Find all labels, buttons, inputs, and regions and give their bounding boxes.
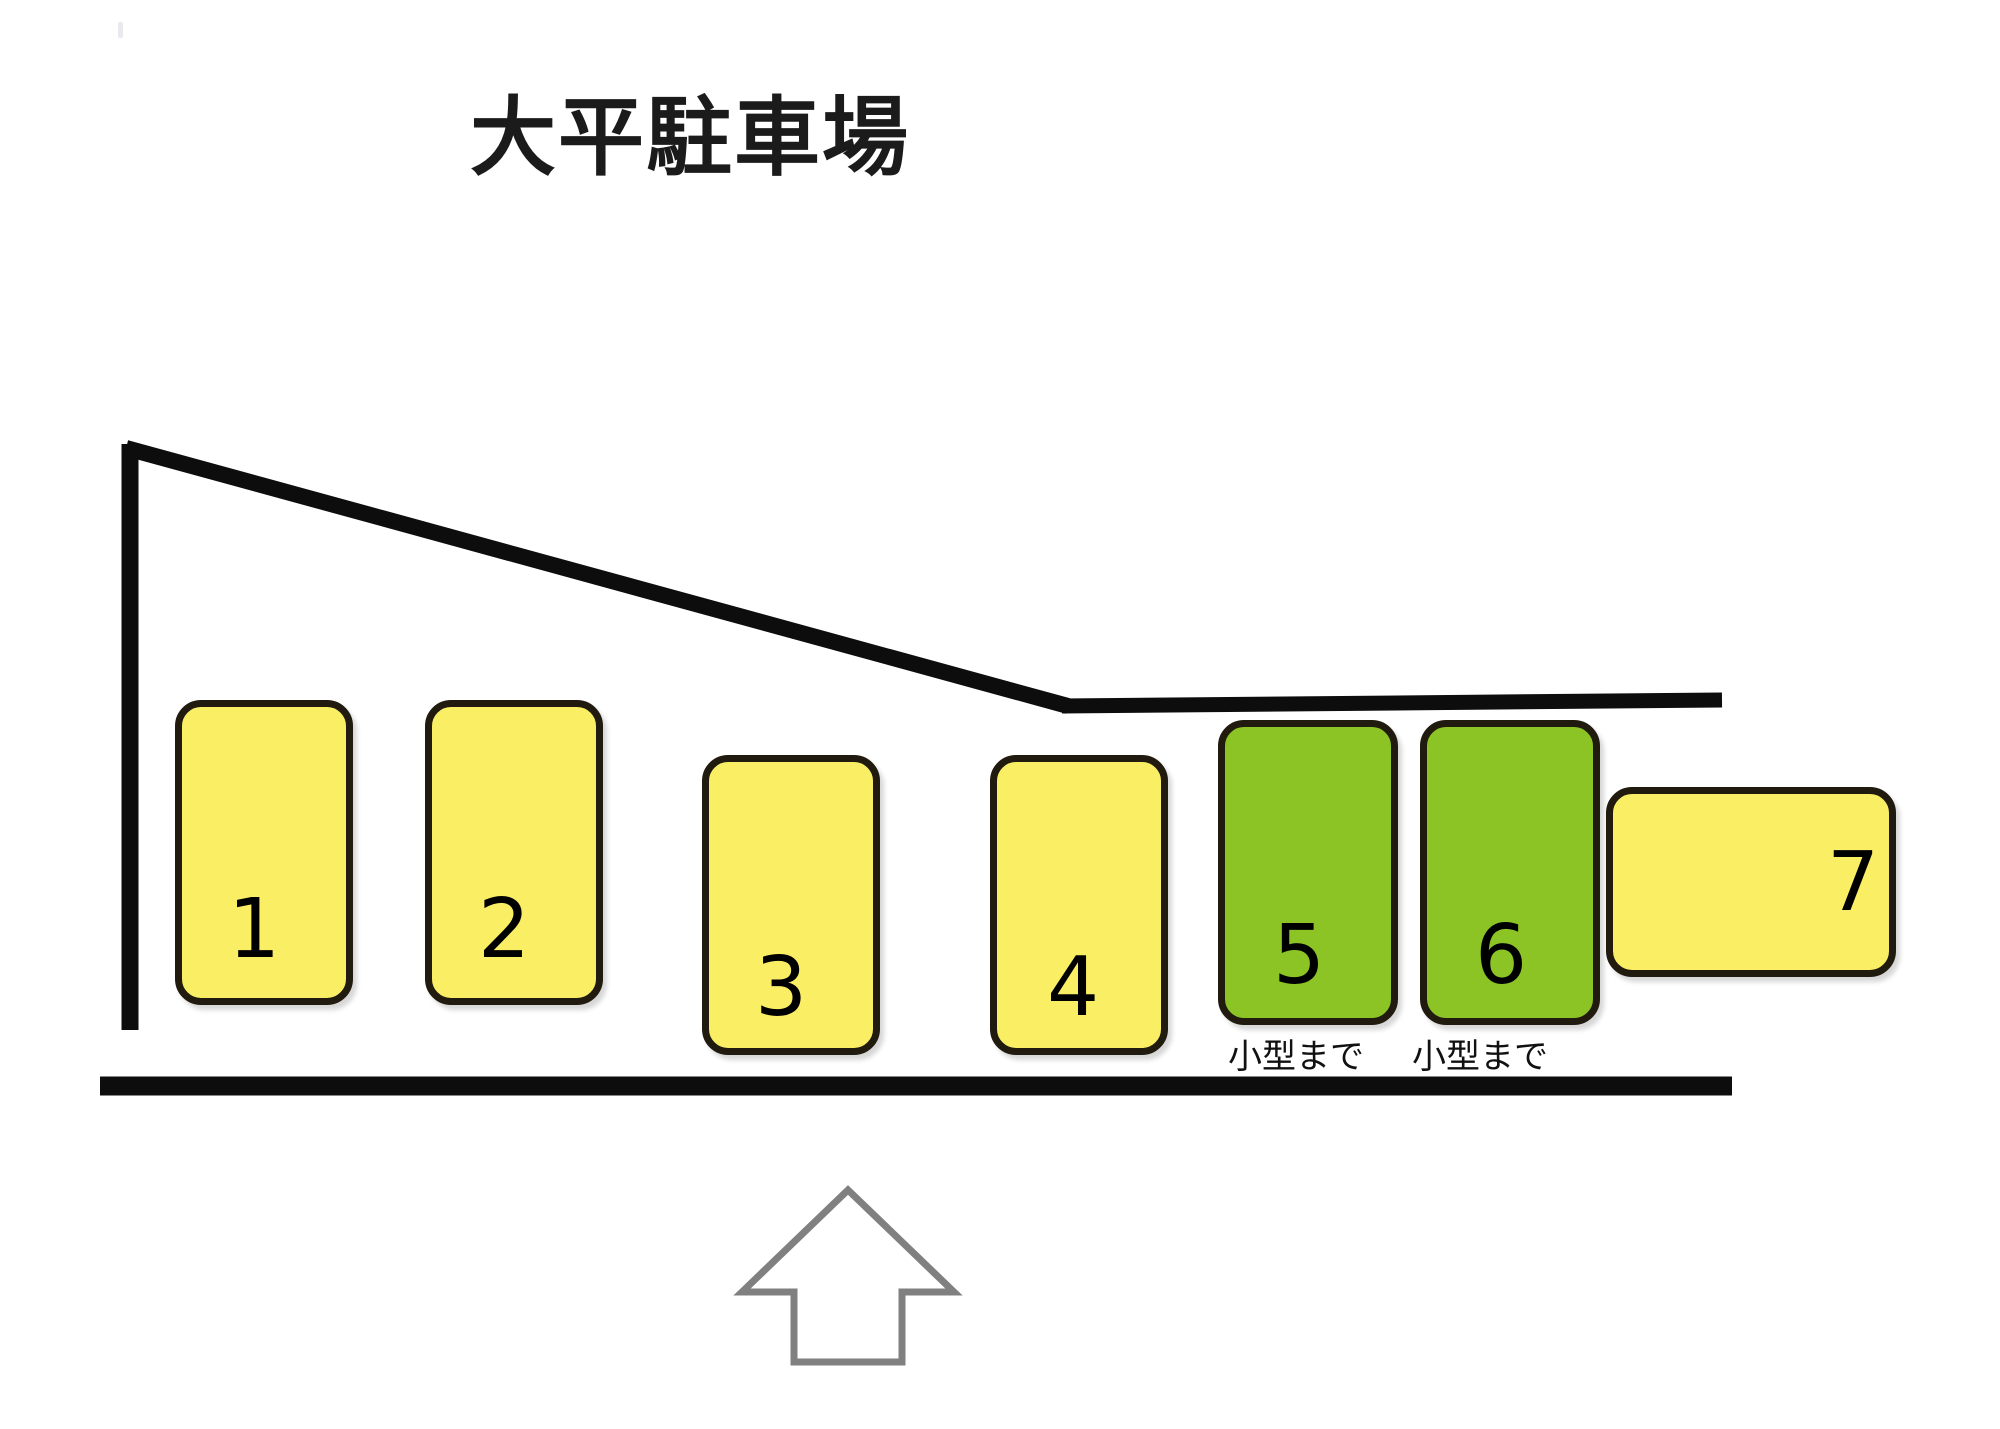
stall-number-label: 3: [755, 940, 808, 1035]
stall-number-label: 4: [1047, 940, 1100, 1035]
parking-stall-2[interactable]: 2: [425, 700, 603, 1005]
parking-stall-6[interactable]: 6: [1420, 720, 1600, 1025]
parking-stall-1[interactable]: 1: [175, 700, 353, 1005]
lot-wall-diagonal: [123, 440, 1071, 714]
stall-5-size-note: 小型まで: [1228, 1037, 1364, 1077]
stall-number-label: 7: [1827, 835, 1880, 930]
parking-stall-7[interactable]: 7: [1606, 787, 1896, 977]
parking-stall-4[interactable]: 4: [990, 755, 1168, 1055]
stall-number-label: 5: [1273, 908, 1326, 1003]
stall-number-label: 1: [228, 882, 281, 977]
stall-number-label: 6: [1475, 908, 1528, 1003]
page-title: 大平駐車場: [470, 88, 910, 188]
parking-stall-5[interactable]: 5: [1218, 720, 1398, 1025]
stall-number-label: 2: [478, 882, 531, 977]
up-arrow-icon: [733, 1185, 963, 1366]
parking-stall-3[interactable]: 3: [702, 755, 880, 1055]
stall-6-size-note: 小型まで: [1412, 1037, 1548, 1077]
lot-wall-top-right: [1061, 692, 1723, 714]
scan-artifact-speck: [118, 22, 123, 38]
